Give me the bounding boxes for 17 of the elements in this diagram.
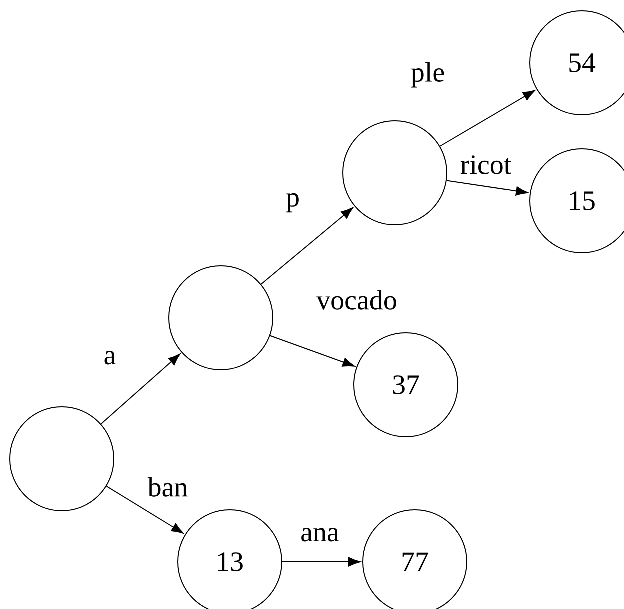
edge-label: ana (302, 528, 340, 542)
edge-label: vocado (316, 290, 396, 310)
arrow (106, 486, 184, 534)
arrow (282, 557, 361, 567)
arrow (270, 335, 356, 367)
arrow (446, 180, 528, 196)
edge-label: p (286, 193, 299, 213)
edge-label: a (104, 351, 116, 365)
arrow (100, 354, 181, 425)
arrow (440, 90, 536, 147)
empty-circle (168, 266, 274, 370)
edge-label: ban (148, 477, 188, 497)
edge-label: ricot (460, 156, 512, 174)
edge-label: ple (411, 62, 444, 88)
arrow (260, 207, 354, 285)
empty-circle (342, 120, 448, 226)
empty-circle (10, 406, 114, 512)
